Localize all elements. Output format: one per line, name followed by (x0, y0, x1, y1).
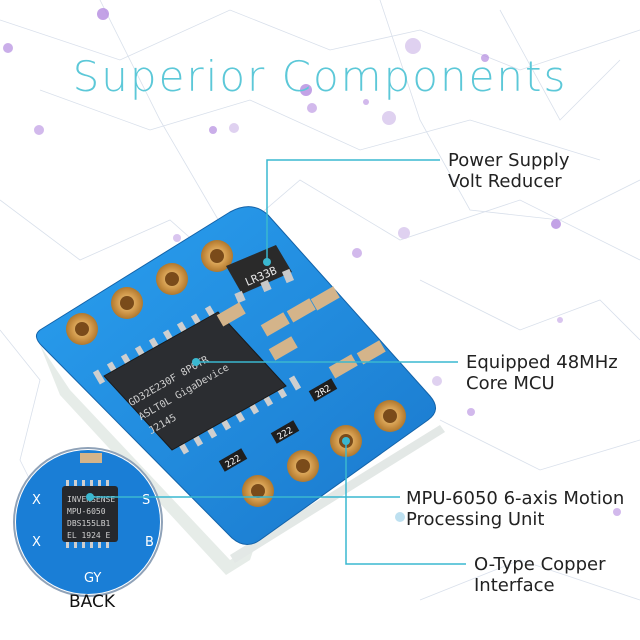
callout-power-supply-line2: Volt Reducer (448, 171, 562, 192)
callout-copper-interface: O-Type Copper Interface (474, 554, 605, 596)
back-pin-x2: X (32, 535, 41, 550)
callout-mpu6050-line2: Processing Unit (406, 509, 545, 530)
callout-mcu-line1: Equipped 48MHz (466, 352, 618, 373)
back-chip-line-2: MPU-6050 (67, 507, 106, 516)
back-pin-s: S (142, 493, 150, 508)
back-chip-line-4: EL 1924 E (67, 531, 111, 540)
callout-lines (90, 159, 466, 565)
page-title: Superior Components (72, 52, 568, 101)
callout-copper-line1: O-Type Copper (474, 554, 606, 575)
callout-power-supply-line1: Power Supply (448, 150, 570, 171)
back-pin-x1: X (32, 493, 41, 508)
callout-power-supply: Power Supply Volt Reducer (448, 150, 569, 192)
bokeh-dots (3, 8, 621, 532)
network-background (0, 0, 640, 601)
mcu-chip: GD32E230F 8P6TR ASLT0L GigaDevice J2145 (92, 305, 302, 455)
back-view-inset: INVENSENSE MPU-6050 DBS155LB1 EL 1924 E … (13, 447, 163, 597)
callout-mpu6050-line1: MPU-6050 6-axis Motion (406, 488, 625, 509)
back-pin-b: B (145, 535, 154, 550)
voltage-regulator-chip: LR33B (226, 245, 295, 304)
callout-mpu6050: MPU-6050 6-axis Motion Processing Unit (406, 488, 624, 530)
callout-copper-line2: Interface (474, 575, 555, 596)
callout-mcu: Equipped 48MHz Core MCU (466, 352, 618, 394)
back-view-label: BACK (69, 592, 116, 612)
back-pin-gy: GY (84, 571, 101, 586)
back-chip-line-3: DBS155LB1 (67, 519, 111, 528)
callout-mcu-line2: Core MCU (466, 373, 555, 394)
